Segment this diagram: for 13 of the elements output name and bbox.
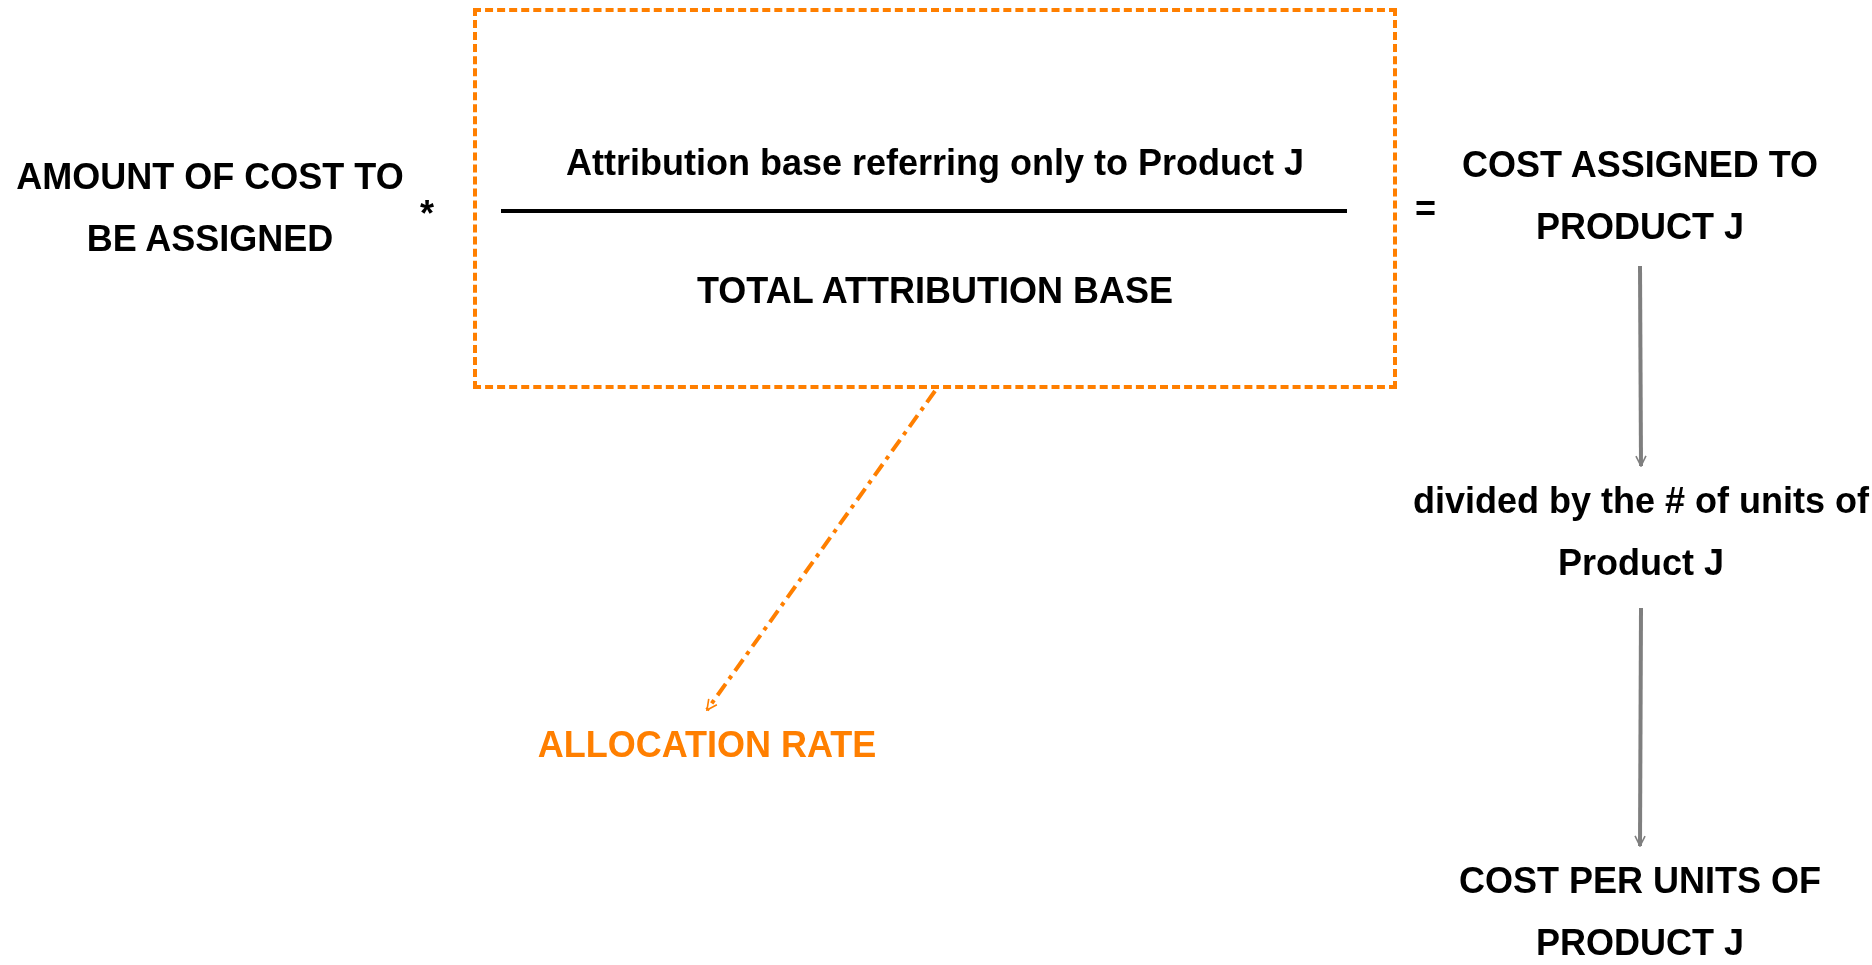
text-label: ALLOCATION RATE xyxy=(536,723,878,767)
numerator-text: Attribution base referring only to Product J xyxy=(564,141,1306,185)
multiplication-sign: * xyxy=(420,193,434,235)
text-label: COST ASSIGNED TO PRODUCT J xyxy=(1460,143,1819,249)
arrow xyxy=(1634,608,1646,847)
text-label: COST PER UNITS OF PRODUCT J xyxy=(1458,859,1822,965)
dashed-box xyxy=(473,8,1397,389)
denominator-text: TOTAL ATTRIBUTION BASE xyxy=(696,269,1174,313)
equals-sign: = xyxy=(1415,188,1437,230)
arrow xyxy=(1635,266,1647,467)
text-label: divided by the # of units of Product J xyxy=(1412,479,1870,585)
text-label: AMOUNT OF COST TO BE ASSIGNED xyxy=(15,155,405,261)
arrow xyxy=(705,389,937,712)
